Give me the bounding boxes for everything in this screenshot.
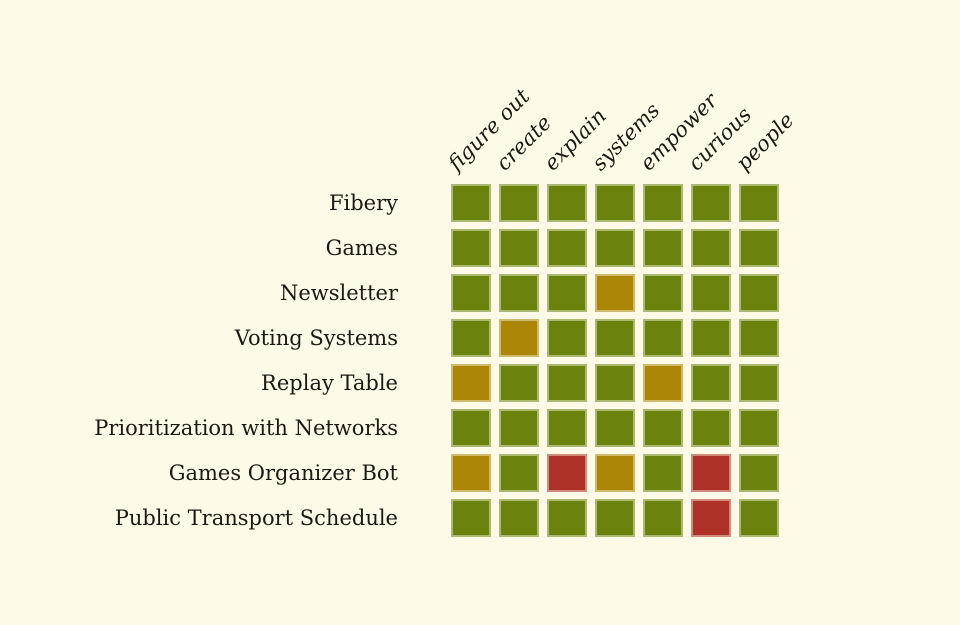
matrix-cell <box>691 499 731 537</box>
matrix-cell <box>739 184 779 222</box>
matrix-cell <box>595 409 635 447</box>
matrix-cell <box>451 319 491 357</box>
matrix-cell <box>691 319 731 357</box>
matrix-cell <box>691 454 731 492</box>
matrix-cell <box>739 499 779 537</box>
matrix-cell <box>691 184 731 222</box>
row-label: Public Transport Schedule <box>114 506 398 530</box>
matrix-cell <box>451 229 491 267</box>
matrix-cell <box>451 184 491 222</box>
matrix-cell <box>547 454 587 492</box>
matrix-cell <box>499 364 539 402</box>
matrix-cell <box>595 454 635 492</box>
matrix-cell <box>643 409 683 447</box>
matrix-cell <box>595 499 635 537</box>
row-label: Games Organizer Bot <box>168 461 398 485</box>
matrix-cell <box>499 319 539 357</box>
matrix-cell <box>739 409 779 447</box>
matrix-cell <box>739 454 779 492</box>
matrix-cell <box>451 274 491 312</box>
row-label: Fibery <box>328 191 398 215</box>
matrix-cell <box>547 184 587 222</box>
matrix-cell <box>499 184 539 222</box>
row-label: Prioritization with Networks <box>94 416 398 440</box>
matrix-cell <box>595 274 635 312</box>
matrix-cell <box>739 364 779 402</box>
matrix-cell <box>691 409 731 447</box>
matrix-cell <box>739 229 779 267</box>
matrix-cell <box>691 229 731 267</box>
matrix-cell <box>691 274 731 312</box>
row-label: Newsletter <box>279 281 398 305</box>
matrix-cell <box>739 319 779 357</box>
matrix-cell <box>643 274 683 312</box>
row-label: Replay Table <box>261 371 398 395</box>
matrix-cell <box>451 364 491 402</box>
matrix-cell <box>643 229 683 267</box>
matrix-cell <box>499 229 539 267</box>
matrix-cell <box>547 499 587 537</box>
matrix-cell <box>691 364 731 402</box>
matrix-cell <box>595 229 635 267</box>
matrix-cell <box>547 319 587 357</box>
matrix-cell <box>451 409 491 447</box>
matrix-cell <box>595 364 635 402</box>
matrix-cell <box>451 499 491 537</box>
matrix-cell <box>643 364 683 402</box>
matrix-cell <box>643 319 683 357</box>
matrix-cell <box>547 274 587 312</box>
matrix-cell <box>547 364 587 402</box>
matrix-cell <box>499 274 539 312</box>
matrix-cell <box>499 454 539 492</box>
matrix-cell <box>643 454 683 492</box>
matrix-cell <box>643 499 683 537</box>
matrix-cell <box>451 454 491 492</box>
matrix-cell <box>547 409 587 447</box>
matrix-cell <box>499 499 539 537</box>
matrix-cell <box>595 319 635 357</box>
matrix-cell <box>595 184 635 222</box>
row-label: Voting Systems <box>234 326 398 350</box>
matrix-cell <box>643 184 683 222</box>
row-label: Games <box>325 236 398 260</box>
matrix-cell <box>739 274 779 312</box>
matrix-cell <box>547 229 587 267</box>
matrix-cell <box>499 409 539 447</box>
